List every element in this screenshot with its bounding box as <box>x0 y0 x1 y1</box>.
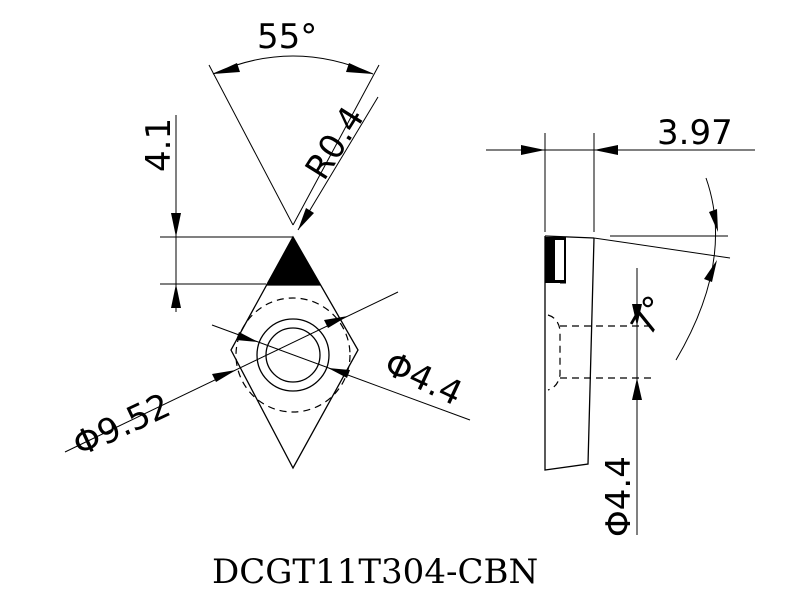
part-number-title: DCGT11T304-CBN <box>212 552 538 592</box>
clearance-angle-arc <box>675 177 717 361</box>
side-view: 3.97 7° Φ4.4 <box>486 113 755 537</box>
hole-outer-circle <box>256 318 330 392</box>
thickness-label: 3.97 <box>657 113 733 153</box>
radius-label: R0.4 <box>298 100 373 187</box>
angle-extension-left <box>208 64 294 226</box>
hole-side-view <box>547 314 561 391</box>
front-view: 55° 4.1 R0.4 Φ9.52 Φ4.4 <box>64 17 471 470</box>
height-label: 4.1 <box>139 118 179 172</box>
clearance-angle-label: 7° <box>623 289 677 342</box>
angle-extension-right <box>292 64 380 226</box>
inscribed-circle <box>235 297 351 413</box>
side-hole-label: Φ4.4 <box>599 456 639 537</box>
insert-side-outline <box>544 236 595 471</box>
radius-leader <box>297 96 379 231</box>
inscribed-circle-label: Φ9.52 <box>67 386 177 466</box>
cbn-tip <box>266 237 321 285</box>
angle-label: 55° <box>257 17 317 57</box>
insert-outline <box>230 235 359 470</box>
hole-label: Φ4.4 <box>378 344 468 414</box>
